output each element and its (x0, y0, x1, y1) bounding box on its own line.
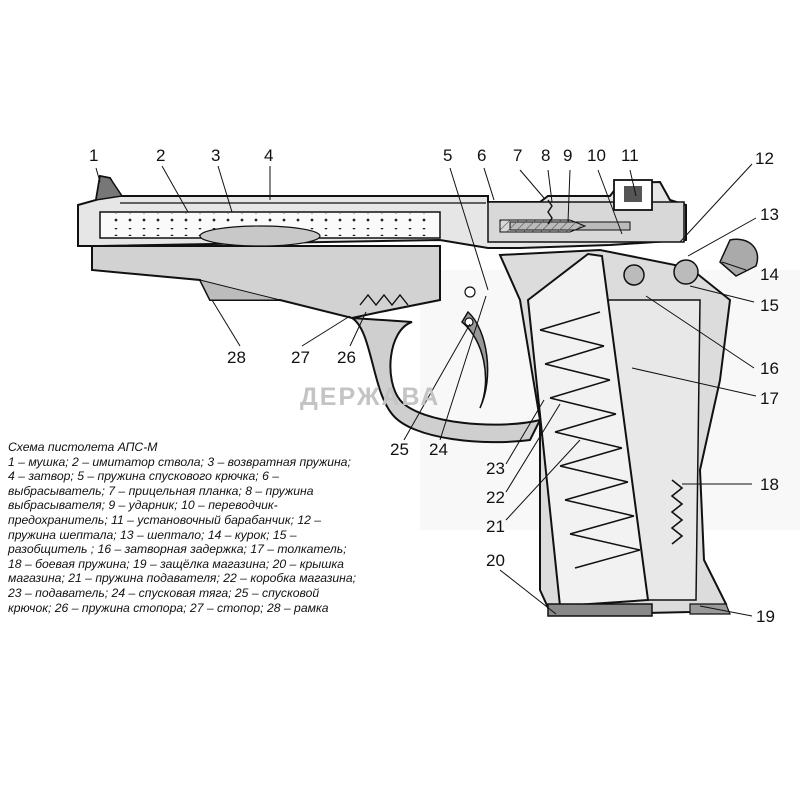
caption-title: Схема пистолета АПС-М (8, 440, 158, 454)
magazine-spring (539, 311, 641, 569)
callout-label: 17 (760, 389, 779, 408)
hammer-pivot (673, 259, 699, 285)
watermark-text: ДЕРЖАВА (300, 383, 441, 411)
sight-drum-inner (624, 186, 642, 202)
callout-label: 6 (477, 146, 487, 165)
callout-label: 1 (89, 146, 99, 165)
caption-legend: 1 – мушка; 2 – имитатор ствола; 3 – возв… (8, 454, 357, 615)
callout-label: 16 (760, 359, 779, 378)
callout-label: 21 (486, 517, 505, 536)
sear-pivot (623, 264, 645, 286)
frame-lower-bevel (199, 279, 281, 301)
callout-label: 3 (211, 146, 221, 165)
callout-label: 2 (156, 146, 166, 165)
callout-label: 9 (563, 146, 573, 165)
leader-lines (95, 163, 757, 617)
callout-label: 12 (755, 149, 774, 168)
magazine-catch (689, 603, 731, 615)
callout-label: 20 (486, 551, 505, 570)
trigger-pivot (464, 286, 476, 298)
magazine-body (526, 252, 650, 608)
callout-label: 7 (513, 146, 523, 165)
callout-label: 14 (760, 265, 779, 284)
frame (91, 245, 441, 320)
callout-label: 28 (227, 348, 246, 367)
magazine-floorplate (547, 603, 653, 617)
barrel-lug (199, 225, 321, 247)
callout-label: 8 (541, 146, 551, 165)
recoil-spring-area (110, 213, 430, 223)
callout-label: 24 (429, 440, 448, 459)
callout-label: 25 (390, 440, 409, 459)
callout-label: 5 (443, 146, 453, 165)
callout-label: 10 (587, 146, 606, 165)
callout-label: 13 (760, 205, 779, 224)
callout-label: 23 (486, 459, 505, 478)
callout-label: 4 (264, 146, 274, 165)
diagram-caption: Схема пистолета АПС-М 1 – мушка; 2 – ими… (8, 440, 358, 615)
mainspring (670, 479, 684, 545)
callout-label: 26 (337, 348, 356, 367)
ejector-spring (547, 199, 553, 225)
sear-spring (359, 293, 409, 307)
hammer-spur (719, 238, 759, 277)
callout-label: 27 (291, 348, 310, 367)
callout-label: 18 (760, 475, 779, 494)
callout-label: 11 (621, 146, 639, 165)
callout-label: 22 (486, 488, 505, 507)
callout-label: 19 (756, 607, 775, 626)
callout-label: 15 (760, 296, 779, 315)
cartridge (499, 219, 587, 233)
front-sight (95, 175, 124, 201)
trigger (461, 310, 489, 409)
